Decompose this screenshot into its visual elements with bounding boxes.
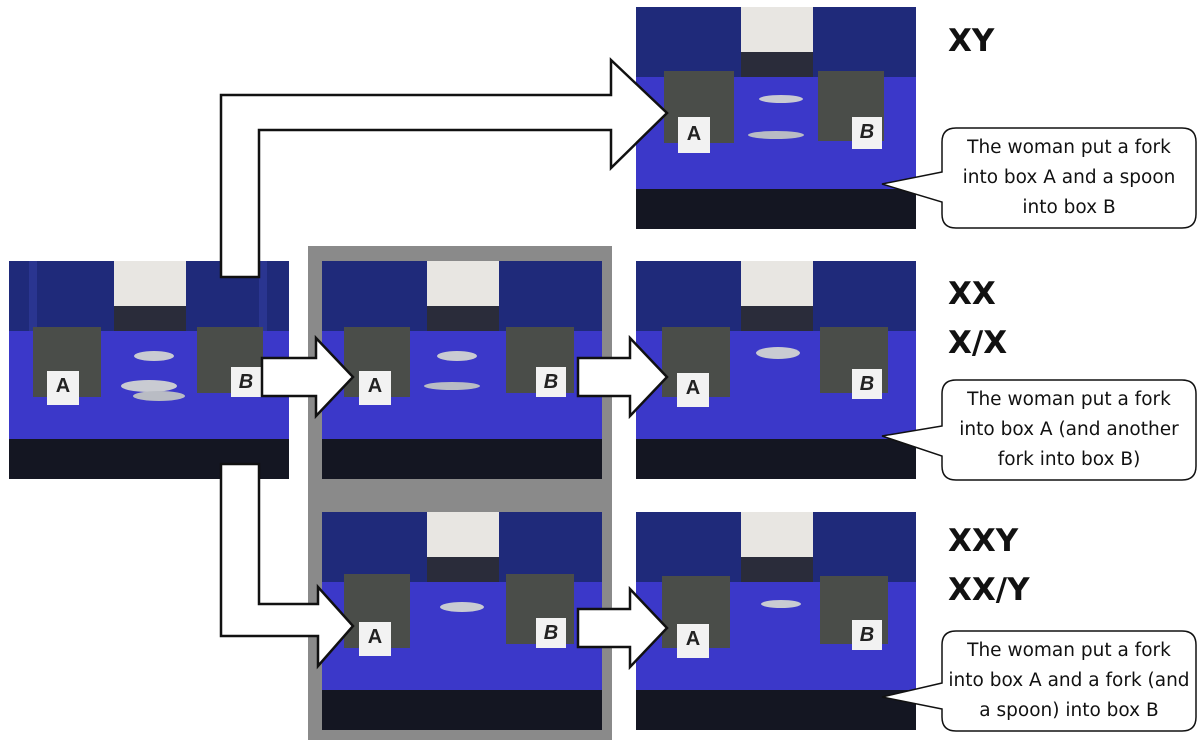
condition-label-1: XY xyxy=(948,23,995,59)
caption-text-1: The woman put a fork into box A and a sp… xyxy=(962,137,1176,218)
box-a-label: A xyxy=(685,628,701,650)
photo-outcome-1: A B xyxy=(636,7,916,229)
box-a-label: A xyxy=(685,377,701,399)
caption-bubble-1: The woman put a fork into box A and a sp… xyxy=(876,124,1202,234)
box-b-label: B xyxy=(859,624,875,646)
caption-bubble-3: The woman put a fork into box A and a fo… xyxy=(876,627,1202,737)
arrow-start-to-middle-top-icon xyxy=(260,334,355,420)
scene-outcome-2-icon xyxy=(636,261,916,479)
box-a-label: A xyxy=(55,375,71,397)
box-b-label: B xyxy=(238,371,254,393)
box-a-label: A xyxy=(686,123,702,145)
arrow-middle-bottom-to-outcome-3-icon xyxy=(576,585,669,671)
caption-text-3: The woman put a fork into box A and a fo… xyxy=(948,640,1190,721)
arrow-start-to-middle-bottom-icon xyxy=(219,462,355,670)
arrow-to-outcome-1-icon xyxy=(219,57,669,279)
box-a-label: A xyxy=(367,626,383,648)
speech-bubble-icon xyxy=(881,379,1197,481)
photo-middle-bottom: A B xyxy=(322,512,602,730)
box-b-label: B xyxy=(543,622,559,644)
photo-outcome-2: A B xyxy=(636,261,916,479)
scene-middle-top-icon xyxy=(322,261,602,479)
scene-outcome-1-icon xyxy=(636,7,916,229)
photo-outcome-3: A B xyxy=(636,512,916,730)
box-b-label: B xyxy=(543,371,559,393)
speech-bubble-icon xyxy=(881,127,1197,229)
scene-outcome-3-icon xyxy=(636,512,916,730)
box-b-label: B xyxy=(859,373,875,395)
caption-text-2: The woman put a fork into box A (and ano… xyxy=(959,389,1179,470)
photo-middle-top: A B xyxy=(322,261,602,479)
scene-middle-bottom-icon xyxy=(322,512,602,730)
speech-bubble-icon xyxy=(881,630,1197,732)
condition-label-2: XX X/X xyxy=(948,276,1008,361)
caption-bubble-2: The woman put a fork into box A (and ano… xyxy=(876,376,1202,486)
condition-label-3: XXY XX/Y xyxy=(948,523,1030,608)
box-b-label: B xyxy=(859,121,875,143)
box-a-label: A xyxy=(367,375,383,397)
arrow-middle-top-to-outcome-2-icon xyxy=(576,334,669,420)
